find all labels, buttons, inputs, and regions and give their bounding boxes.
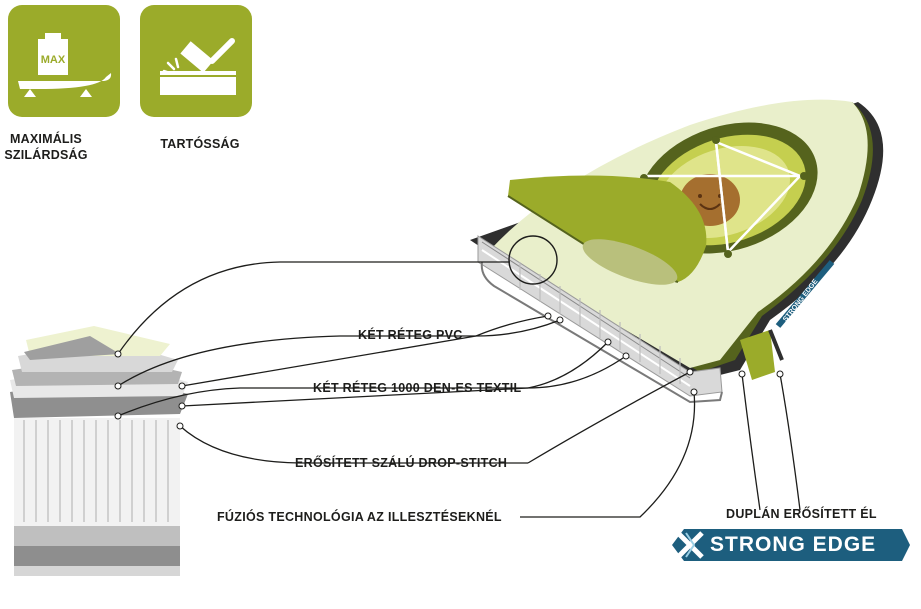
- strong-edge-logo: STRONG EDGE: [672, 529, 910, 561]
- max-strength-label: MAXIMÁLIS SZILÁRDSÁG: [4, 132, 88, 162]
- callout-dropstitch: ERŐSÍTETT SZÁLÚ DROP-STITCH: [295, 456, 508, 470]
- peeled-deck-flap: [508, 175, 707, 282]
- bungee-cords: [646, 140, 803, 255]
- callout-textile: KÉT RÉTEG 1000 DEN-ES TEXTIL: [313, 381, 522, 395]
- durability-tile: [140, 5, 252, 117]
- max-strength-tile: MAX: [8, 5, 120, 117]
- durability-label: TARTÓSSÁG: [160, 137, 240, 151]
- callout-fusion: FÚZIÓS TECHNOLÓGIA AZ ILLESZTÉSEKNÉL: [217, 510, 502, 524]
- cut-dropstitch: [519, 262, 681, 384]
- magnifier-circle: [508, 235, 558, 285]
- max-badge: MAX: [41, 54, 66, 66]
- hammer-icon: [160, 38, 236, 95]
- connector-lines: [117, 261, 801, 518]
- callout-edge: DUPLÁN ERŐSÍTETT ÉL: [726, 507, 877, 521]
- strong-edge-text: STRONG EDGE: [710, 533, 877, 556]
- weight-board-icon: MAX: [18, 33, 112, 97]
- callout-pvc: KÉT RÉTEG PVC: [358, 328, 463, 342]
- layer-cube: [10, 326, 188, 576]
